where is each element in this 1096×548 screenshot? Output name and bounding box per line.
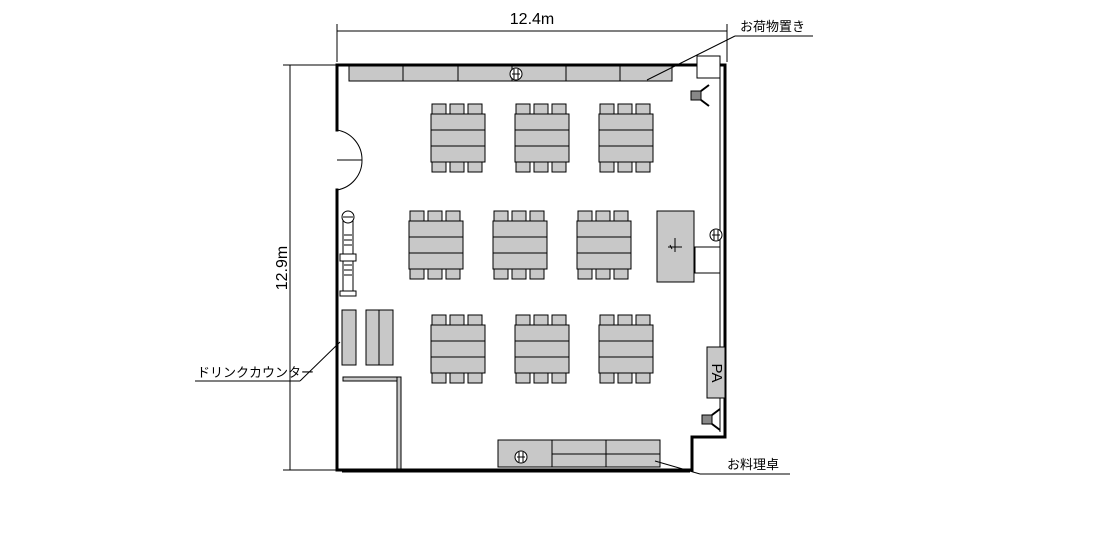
table [576,252,632,270]
table-group [514,103,570,173]
luggage-callout: お荷物置き [646,20,813,81]
podium-icon [668,238,682,252]
table [514,324,570,342]
table [492,220,548,238]
table-group [576,210,632,280]
drink-counter-callout: ドリンクカウンター [195,341,341,382]
table [408,220,464,238]
table [430,324,486,342]
side-table [694,246,721,274]
table-group [408,210,464,280]
table [514,113,570,131]
camera-icon [690,84,710,107]
back-counter [342,376,402,470]
table [408,236,464,254]
luggage-label: お荷物置き [740,20,805,35]
width-label: 12.4m [510,11,554,28]
food-table-label: お料理卓 [727,458,779,473]
drink-counter-label: ドリンクカウンター [197,366,314,381]
pa-station: PA [706,346,726,399]
table-group [598,103,654,173]
table-group [514,314,570,384]
table [492,236,548,254]
table [576,220,632,238]
height-dimension: 12.9m [274,64,337,471]
table [598,129,654,147]
stage [656,210,695,283]
table [598,356,654,374]
drink-counter [341,309,394,366]
double-door-icon [336,129,363,191]
table [598,145,654,163]
table [514,145,570,163]
pa-label: PA [708,364,725,383]
speaker-icon [709,228,723,242]
banquet-tables [408,103,654,384]
table-group [430,103,486,173]
table [514,129,570,147]
table [598,340,654,358]
table [430,356,486,374]
table [430,145,486,163]
table [514,340,570,358]
table [492,252,548,270]
mic-stand-icon [339,210,357,297]
table [514,356,570,374]
speaker-icon [509,67,523,81]
table [598,324,654,342]
table [430,340,486,358]
table-group [598,314,654,384]
table [408,252,464,270]
table [598,113,654,131]
width-dimension: 12.4m [336,11,728,62]
table-group [430,314,486,384]
table [430,129,486,147]
camera-icon [701,408,721,431]
table [430,113,486,131]
speaker-icon [514,450,528,464]
table [576,236,632,254]
food-table-callout: お料理卓 [654,458,790,475]
luggage-box [696,55,721,79]
table-group [492,210,548,280]
height-label: 12.9m [274,246,291,290]
